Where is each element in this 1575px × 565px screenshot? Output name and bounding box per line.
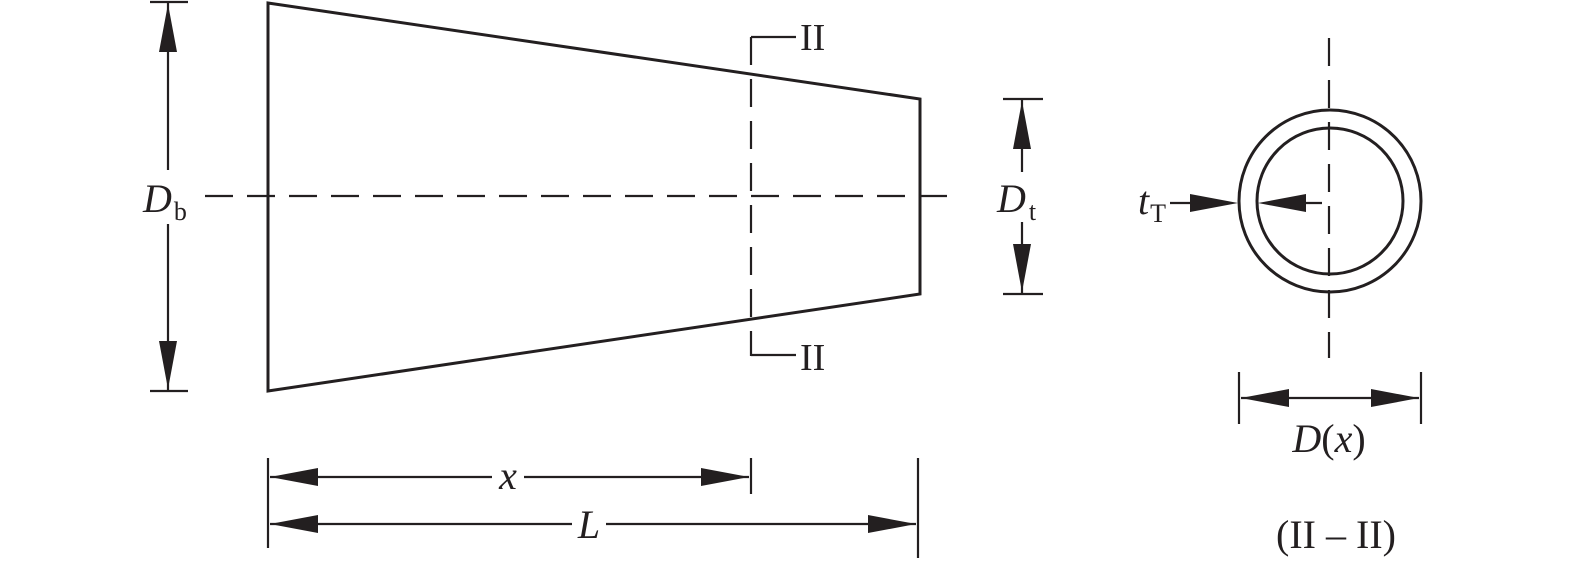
section-outer-circle (1237, 108, 1423, 294)
tip-diameter-arrow-down (1013, 244, 1031, 292)
section-diameter-dimension (1237, 372, 1423, 424)
section-diameter-label: D(x) (1291, 416, 1365, 461)
length-label: L (577, 502, 600, 547)
base-diameter-arrow-up (159, 4, 177, 52)
section-title: (II – II) (1276, 512, 1396, 557)
base-diameter-arrow-down (159, 341, 177, 389)
section-label-bottom: II (800, 337, 825, 379)
section-inner-circle (1255, 126, 1405, 276)
base-diameter-label: Db (142, 176, 187, 226)
wall-thickness-arrow-outer (1190, 194, 1238, 212)
position-arrow-right (701, 468, 749, 486)
position-arrow-left (270, 468, 318, 486)
section-diameter-arrow-left (1241, 389, 1289, 407)
tip-diameter-dimension (1003, 97, 1043, 296)
tip-diameter-arrow-up (1013, 101, 1031, 149)
wall-thickness-dimension (1170, 194, 1322, 212)
base-diameter-dimension (150, 0, 188, 393)
tapered-tube-outline (266, 1, 922, 393)
wall-thickness-arrow-inner (1258, 194, 1306, 212)
section-label-top: II (800, 17, 825, 59)
position-label: x (498, 453, 517, 498)
section-cut (749, 35, 796, 357)
position-dimension (266, 458, 753, 548)
wall-thickness-label: tT (1138, 178, 1166, 228)
section-diameter-arrow-right (1371, 389, 1419, 407)
length-arrow-left (270, 515, 318, 533)
length-arrow-right (868, 515, 916, 533)
length-dimension (270, 458, 920, 558)
